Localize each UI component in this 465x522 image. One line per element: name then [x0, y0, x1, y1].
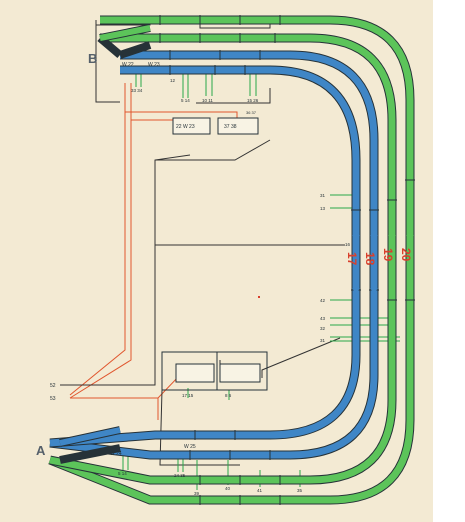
feed-label-53: 53: [50, 396, 56, 402]
track-layout-diagram: W 22 W 23 W 24 W 25 22 W 23 37 38 36 37: [36, 15, 415, 505]
red-wire-b-left: [69, 83, 132, 399]
switch-boxes-b: 22 W 23 37 38 36 37: [172, 110, 259, 135]
contact-a-4: 24 35: [174, 473, 186, 478]
black-wire-b-boxes: [155, 88, 271, 161]
center-mark: [258, 296, 260, 298]
turnout-label-w22: W 22: [122, 62, 134, 68]
station-label-a: A: [36, 443, 46, 458]
contact-r-7: 31: [320, 338, 326, 343]
track-20-fill: [48, 16, 414, 504]
switch-box-a-frame-2: [216, 351, 268, 391]
arrow-17-upper: [352, 230, 360, 236]
track-arrows: [352, 230, 414, 294]
switch-box-a-1: [175, 363, 215, 383]
turnouts-a: W 24 W 25: [59, 426, 196, 464]
turnouts-b: W 22 W 23: [97, 24, 160, 68]
contact-a-5: 39: [194, 491, 200, 496]
contact-b-3: 10 11: [202, 98, 213, 103]
arrow-17-lower: [352, 288, 360, 294]
turnout-a-diverge-fill: [59, 427, 121, 446]
switch-box-3-label: 36 37: [246, 110, 257, 115]
black-wire-feed: [60, 154, 345, 386]
turnout-label-w25: W 25: [184, 444, 196, 450]
contact-a-1: 17 15: [182, 393, 194, 398]
track-18: [49, 50, 379, 460]
contact-r-5: 43: [320, 316, 326, 321]
track-number-18: 18: [363, 252, 377, 266]
arrow-18-upper: [370, 230, 378, 236]
station-label-b: B: [88, 51, 97, 66]
contact-r-2: 13: [320, 206, 326, 211]
page-margin: [433, 0, 465, 522]
turnout-label-w23: W 23: [148, 62, 160, 68]
contact-a-7: 41: [257, 488, 263, 493]
contact-number-labels: 33 34 5 14 10 11 15 26 12 31 13 16 42 43…: [118, 78, 351, 496]
contact-b-4: 15 26: [247, 98, 259, 103]
contact-r-3: 16: [345, 242, 351, 247]
switch-boxes-a: [161, 351, 268, 391]
switch-box-2-label: 37 38: [224, 124, 237, 130]
track-number-labels: 17 18 19 20: [345, 248, 413, 266]
feed-labels: 52 53: [50, 383, 56, 402]
contact-r-4: 42: [320, 298, 326, 303]
switch-box-1: [172, 117, 211, 135]
switch-box-a-2: [219, 363, 261, 383]
arrow-19-upper: [388, 230, 396, 236]
contact-a-6: 40: [225, 486, 231, 491]
feed-label-52: 52: [50, 383, 56, 389]
track-number-19: 19: [381, 248, 395, 262]
turnout-label-w24: W 24: [110, 451, 122, 457]
track-number-17: 17: [345, 252, 359, 266]
track-number-20: 20: [399, 248, 413, 262]
switch-box-1-label: 22 W 23: [176, 124, 195, 130]
control-wiring: [60, 20, 345, 466]
contact-b-2: 5 14: [181, 98, 190, 103]
arrow-20-upper: [406, 230, 414, 236]
track-section-dividers: [159, 15, 415, 505]
contact-b-1: 33 34: [131, 88, 143, 93]
track-17-fill: [49, 66, 360, 447]
turnout-b-diverge-fill: [99, 25, 151, 41]
contact-r-6: 32: [320, 326, 326, 331]
arrow-18-lower: [370, 288, 378, 294]
track-18-fill: [49, 51, 378, 459]
contact-b-5: 12: [170, 78, 176, 83]
track-19-fill: [49, 34, 396, 484]
contact-a-3: 5 14: [118, 471, 127, 476]
switch-box-2: [217, 117, 259, 135]
contact-r-1: 31: [320, 193, 326, 198]
contact-a-2: 8 6: [225, 393, 232, 398]
contact-a-8: 35: [297, 488, 303, 493]
